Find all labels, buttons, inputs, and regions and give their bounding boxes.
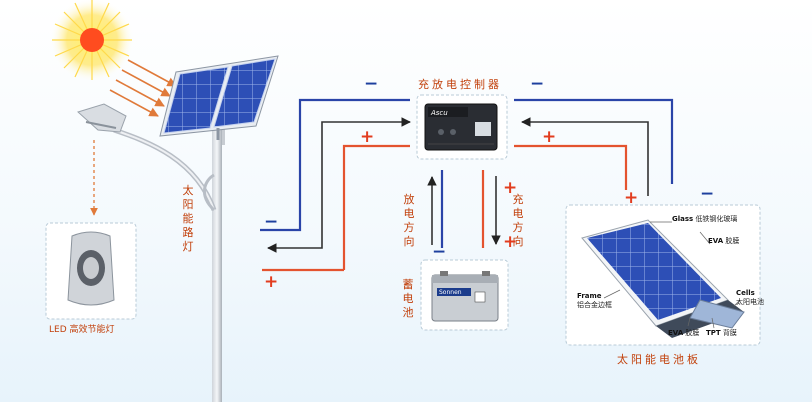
sign-minus-lamp: − bbox=[264, 212, 279, 232]
layer-frame-cn-label: 铝合金边框 bbox=[577, 301, 612, 309]
layer-eva-bottom-label: EVA 胶膜 bbox=[668, 329, 700, 337]
layer-tpt-label: TPT 背膜 bbox=[706, 329, 737, 337]
sign-minus-battery: − bbox=[432, 242, 447, 262]
layer-glass-label: Glass 低铁钢化玻璃 bbox=[672, 215, 738, 223]
svg-text:Ascu: Ascu bbox=[430, 109, 448, 117]
discharge-direction-label: 放电方向 bbox=[403, 193, 415, 248]
layer-cells-label: Cells bbox=[736, 289, 755, 297]
module-callouts bbox=[603, 221, 741, 329]
sign-plus-controller-right: + bbox=[542, 127, 557, 147]
led-lamp-box bbox=[45, 222, 137, 320]
layer-eva-top-label: EVA 胶膜 bbox=[708, 237, 740, 245]
svg-text:Sonnen: Sonnen bbox=[439, 289, 462, 296]
controller-box: Ascu bbox=[416, 94, 508, 160]
sun-icon bbox=[50, 0, 134, 82]
led-lamp-label: LED 高效节能灯 bbox=[49, 325, 115, 335]
layer-cells-cn-label: 太阳电池 bbox=[736, 298, 764, 306]
wires bbox=[260, 98, 674, 272]
charge-direction-label: 充电方向 bbox=[512, 193, 524, 248]
sign-plus-controller-left: + bbox=[360, 127, 375, 147]
lamp-head bbox=[77, 103, 127, 133]
sunlight-rays bbox=[109, 59, 177, 117]
sign-plus-charge-top: + bbox=[503, 178, 518, 198]
sign-plus-charge-bottom: + bbox=[503, 232, 518, 252]
solar-module-label: 太阳能电池板 bbox=[617, 353, 701, 366]
pole-solar-panel bbox=[159, 55, 279, 140]
solar-module-cutaway bbox=[565, 204, 761, 346]
sign-minus-controller-right: − bbox=[530, 74, 545, 94]
controller-label: 充放电控制器 bbox=[418, 78, 502, 91]
sign-minus-module: − bbox=[700, 184, 715, 204]
sign-plus-lamp: + bbox=[264, 272, 279, 292]
street-light-label: 太阳能路灯 bbox=[182, 184, 194, 253]
battery-box: Sonnen bbox=[420, 259, 509, 331]
sign-minus-controller-left: − bbox=[364, 74, 379, 94]
battery-label: 蓄电池 bbox=[402, 278, 414, 319]
sign-plus-module: + bbox=[624, 188, 639, 208]
layer-frame-label: Frame bbox=[577, 292, 602, 300]
